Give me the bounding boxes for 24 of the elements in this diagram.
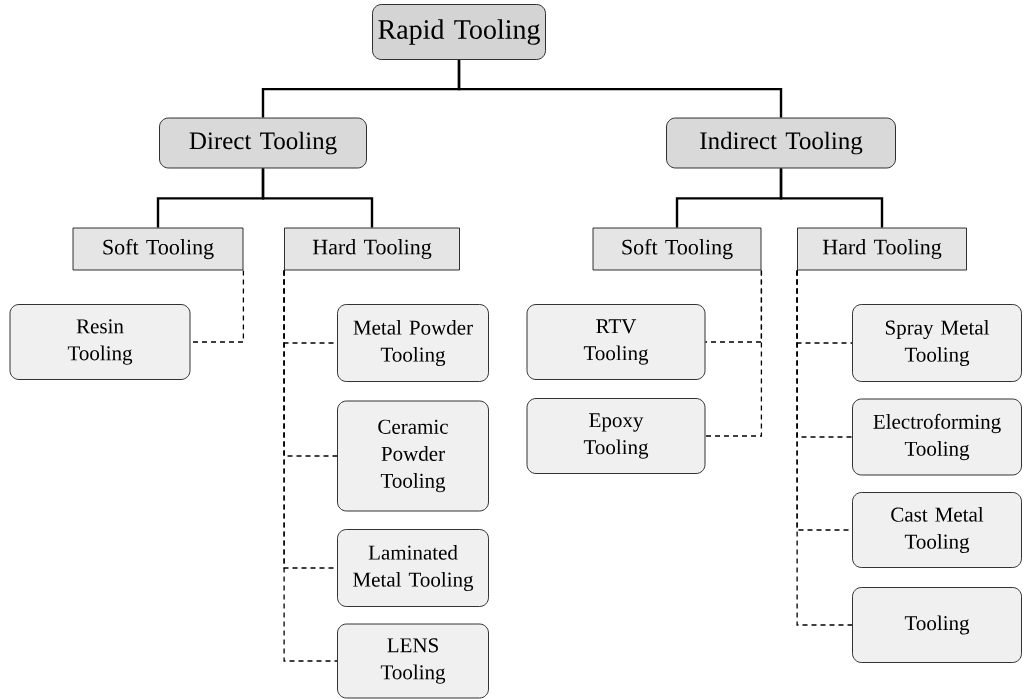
method-box: RTV Tooling <box>526 304 706 380</box>
tree-connector <box>261 168 374 228</box>
subcategory-box: Soft Tooling <box>592 227 762 271</box>
dashed-connector <box>704 269 763 437</box>
dashed-connector <box>283 269 338 662</box>
root-box: Rapid Tooling <box>372 4 546 60</box>
subcategory-box: Hard Tooling <box>797 227 967 271</box>
method-box: Electroforming Tooling <box>852 398 1022 476</box>
method-box: Resin Tooling <box>9 304 191 380</box>
method-box: Metal Powder Tooling <box>337 304 489 382</box>
method-box: Laminated Metal Tooling <box>337 529 489 607</box>
method-box: Ceramic Powder Tooling <box>337 400 489 512</box>
dashed-connector <box>796 269 853 626</box>
method-box: Cast Metal Tooling <box>852 492 1022 568</box>
method-box: Tooling <box>852 587 1022 663</box>
tree-connector <box>779 168 884 228</box>
method-box: Spray Metal Tooling <box>852 304 1022 382</box>
subcategory-box: Hard Tooling <box>284 227 460 271</box>
method-box: LENS Tooling <box>337 623 489 699</box>
subcategory-box: Soft Tooling <box>72 227 244 271</box>
category-box: Direct Tooling <box>159 117 367 169</box>
method-box: Epoxy Tooling <box>526 398 706 474</box>
tree-connector <box>457 59 783 118</box>
category-box: Indirect Tooling <box>666 117 896 169</box>
